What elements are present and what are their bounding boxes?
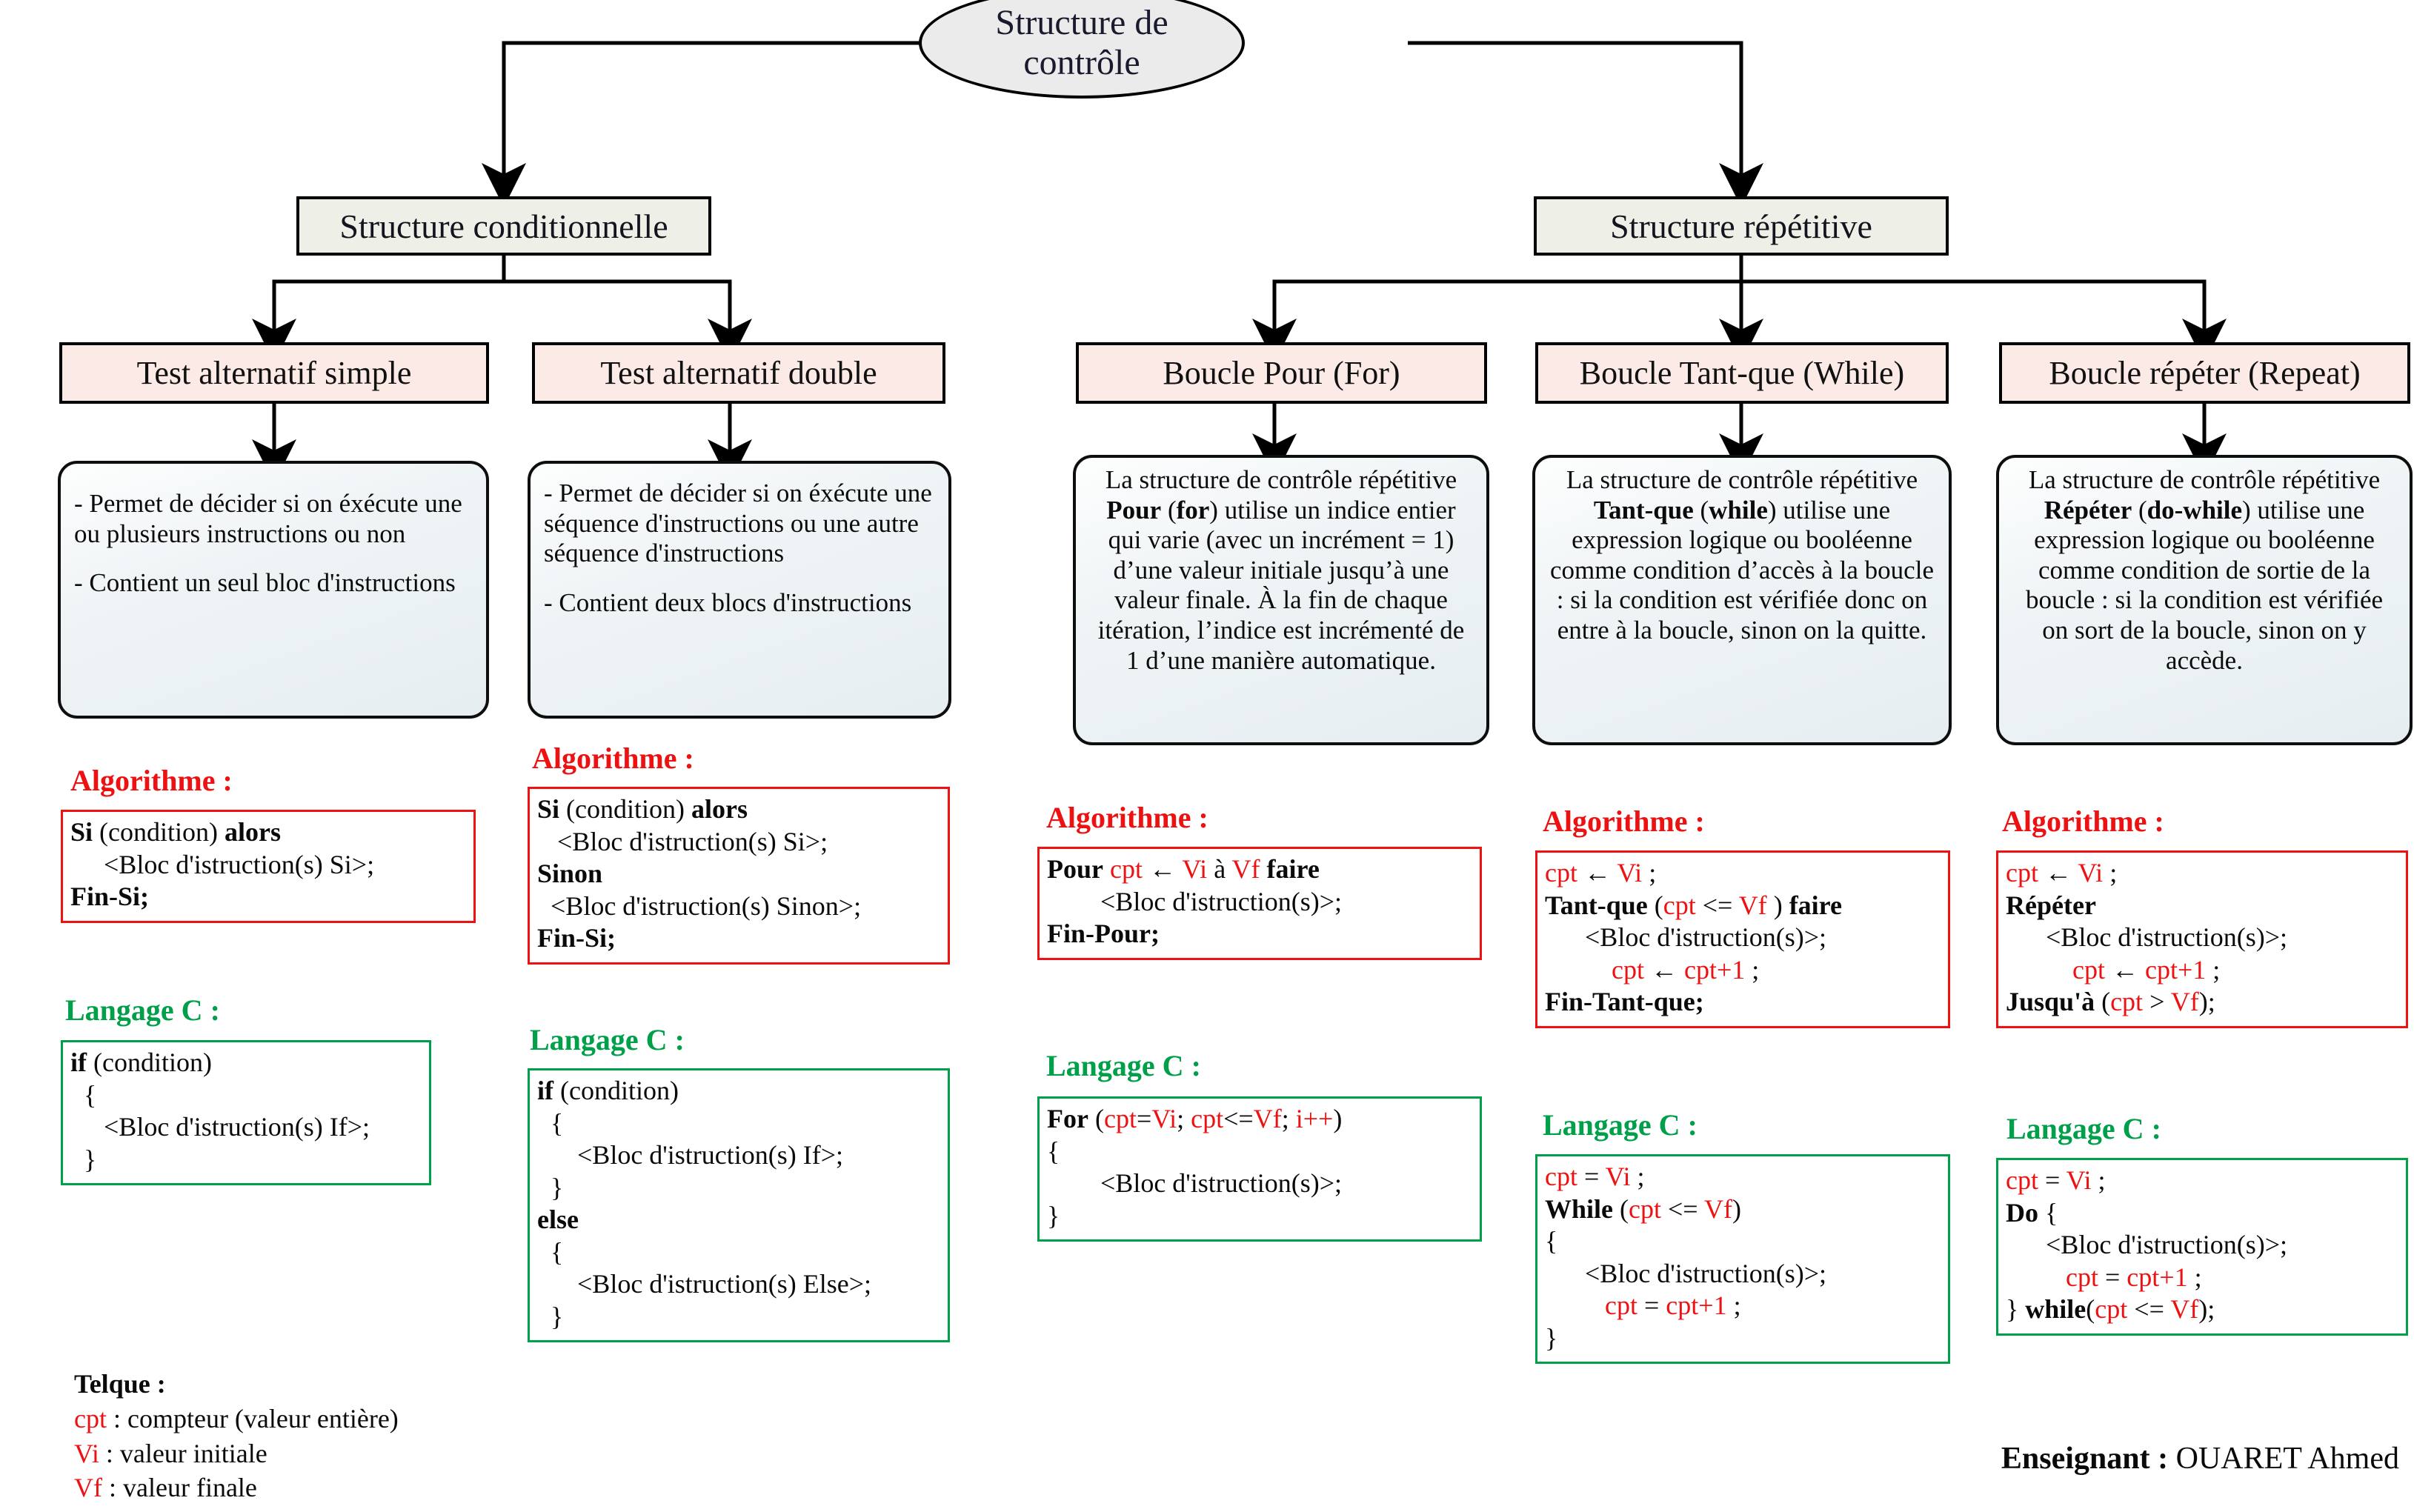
node-label: Test alternatif simple <box>136 355 412 391</box>
legend-text: : valeur finale <box>109 1473 257 1503</box>
section-title-algorithme: Algorithme : <box>2002 805 2164 838</box>
description-test-alternatif-simple: - Permet de décider si on éxécute une ou… <box>58 461 489 719</box>
description-line: - Permet de décider si on éxécute une ou… <box>74 489 462 548</box>
node-structure-repetitive[interactable]: Structure répétitive <box>1534 196 1949 256</box>
legend-title: Telque : <box>74 1369 166 1399</box>
codeblock-langage-c-pour[interactable]: For (cpt=Vi; cpt<=Vf; i++) { <Bloc d'ist… <box>1037 1096 1482 1242</box>
section-title-langage-c: Langage C : <box>2006 1112 2161 1145</box>
node-boucle-tant-que[interactable]: Boucle Tant-que (While) <box>1535 342 1949 404</box>
description-line: - Permet de décider si on éxécute une sé… <box>544 479 932 568</box>
description-line: - Contient un seul bloc d'instructions <box>74 568 456 598</box>
node-boucle-pour[interactable]: Boucle Pour (For) <box>1076 342 1487 404</box>
legend-item: Vi : valeur initiale <box>74 1436 399 1471</box>
description-text: La structure de contrôle répétitive Pour… <box>1097 465 1465 675</box>
codeblock-langage-c-tantque[interactable]: cpt = Vi ; While (cpt <= Vf) { <Bloc d'i… <box>1535 1154 1950 1365</box>
section-title-langage-c: Langage C : <box>1543 1108 1698 1142</box>
credit-label: Enseignant : <box>2001 1442 2169 1476</box>
description-line: - Contient deux blocs d'instructions <box>544 587 912 617</box>
node-label: Structure conditionnelle <box>339 207 668 245</box>
legend-item: Vf : valeur finale <box>74 1471 399 1505</box>
description-text: La structure de contrôle répétitive Répé… <box>2025 465 2384 675</box>
legend-telque: Telque : cpt : compteur (valeur entière)… <box>74 1367 399 1505</box>
description-text: La structure de contrôle répétitive Tant… <box>1550 465 1934 645</box>
section-title-algorithme: Algorithme : <box>532 742 694 775</box>
node-label: Test alternatif double <box>600 355 877 391</box>
codeblock-algorithme-simple[interactable]: Si (condition) alors <Bloc d'istruction(… <box>61 810 476 923</box>
codeblock-algorithme-tantque[interactable]: cpt ← Vi ; Tant-que (cpt <= Vf ) faire <… <box>1535 850 1950 1028</box>
legend-symbol: Vf <box>74 1473 109 1503</box>
section-title-algorithme: Algorithme : <box>1046 801 1208 834</box>
description-boucle-pour: La structure de contrôle répétitive Pour… <box>1073 455 1489 745</box>
legend-text: : compteur (valeur entière) <box>113 1403 399 1433</box>
description-boucle-tant-que: La structure de contrôle répétitive Tant… <box>1532 455 1952 745</box>
codeblock-algorithme-double[interactable]: Si (condition) alors <Bloc d'istruction(… <box>528 787 950 965</box>
description-boucle-repeter: La structure de contrôle répétitive Répé… <box>1996 455 2413 745</box>
section-title-langage-c: Langage C : <box>1046 1049 1201 1082</box>
node-structure-conditionnelle[interactable]: Structure conditionnelle <box>296 196 711 256</box>
codeblock-langage-c-double[interactable]: if (condition) { <Bloc d'istruction(s) I… <box>528 1068 950 1343</box>
codeblock-algorithme-repeter[interactable]: cpt ← Vi ; Répéter <Bloc d'istruction(s)… <box>1996 850 2408 1028</box>
legend-symbol: Vi <box>74 1438 106 1468</box>
codeblock-langage-c-simple[interactable]: if (condition) { <Bloc d'istruction(s) I… <box>61 1040 431 1186</box>
node-test-alternatif-simple[interactable]: Test alternatif simple <box>59 342 489 404</box>
legend-item: cpt : compteur (valeur entière) <box>74 1402 399 1436</box>
credit-name: OUARET Ahmed <box>2175 1442 2399 1476</box>
description-test-alternatif-double: - Permet de décider si on éxécute une sé… <box>528 461 951 719</box>
root-node-label: Structure de contrôle <box>995 3 1168 82</box>
section-title-langage-c: Langage C : <box>65 993 220 1027</box>
node-test-alternatif-double[interactable]: Test alternatif double <box>532 342 945 404</box>
teacher-credit: Enseignant : OUARET Ahmed <box>2001 1441 2399 1476</box>
codeblock-langage-c-repeter[interactable]: cpt = Vi ; Do { <Bloc d'istruction(s)>; … <box>1996 1158 2408 1336</box>
codeblock-algorithme-pour[interactable]: Pour cpt ← Vi à Vf faire <Bloc d'istruct… <box>1037 847 1482 960</box>
section-title-langage-c: Langage C : <box>530 1023 685 1056</box>
node-label: Boucle Pour (For) <box>1163 355 1400 391</box>
node-label: Boucle Tant-que (While) <box>1579 355 1905 391</box>
node-boucle-repeter[interactable]: Boucle répéter (Repeat) <box>1999 342 2410 404</box>
node-label: Structure répétitive <box>1610 207 1872 245</box>
node-label: Boucle répéter (Repeat) <box>2049 355 2361 391</box>
legend-text: : valeur initiale <box>105 1438 267 1468</box>
section-title-algorithme: Algorithme : <box>70 764 233 797</box>
legend-symbol: cpt <box>74 1403 113 1433</box>
section-title-algorithme: Algorithme : <box>1543 805 1705 838</box>
root-node-structure-de-controle[interactable]: Structure de contrôle <box>919 0 1245 99</box>
